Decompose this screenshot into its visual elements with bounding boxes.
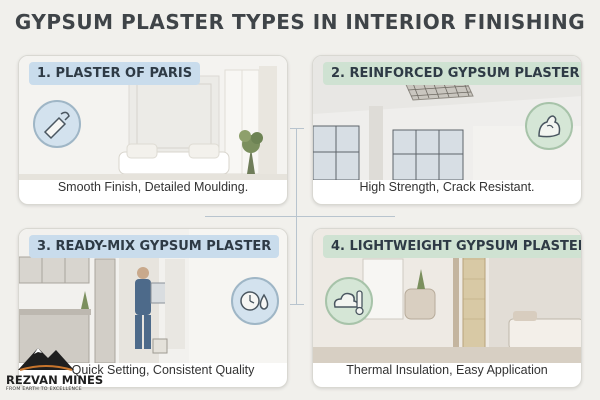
strong-arm-icon [525, 102, 573, 150]
card-plaster-of-paris: 1. PLASTER OF PARIS Smooth Finish, Detai… [18, 55, 288, 205]
card-reinforced-gypsum-plaster: 2. REINFORCED GYPSUM PLASTER High Streng… [312, 55, 582, 205]
brand-name: REZVAN MINES [6, 373, 104, 387]
brand-tagline: FROM EARTH TO EXCELLENCE [6, 387, 82, 392]
card-caption: High Strength, Crack Resistant. [359, 180, 535, 194]
card-label: 4. LIGHTWEIGHT GYPSUM PLASTER [323, 235, 581, 258]
living-room-illustration [19, 56, 287, 180]
connector-middle-horizontal [205, 216, 395, 217]
brand-logo: REZVAN MINES FROM EARTH TO EXCELLENCE [6, 340, 116, 396]
connector-bottom [290, 304, 304, 305]
bedroom-illustration [313, 229, 581, 363]
card-lightweight-gypsum-plaster: 4. LIGHTWEIGHT GYPSUM PLASTER Thermal In… [312, 228, 582, 388]
cloud-thermometer-icon [325, 277, 373, 325]
card-label: 3. READY-MIX GYPSUM PLASTER [29, 235, 280, 258]
card-label: 1. PLASTER OF PARIS [29, 62, 201, 85]
page-title: GYPSUM PLASTER TYPES IN INTERIOR FINISHI… [14, 10, 586, 34]
card-ready-mix-gypsum-plaster: 3. READY-MIX GYPSUM PLASTER Quick Settin… [18, 228, 288, 388]
mountain-icon [18, 348, 74, 371]
card-caption: Thermal Insulation, Easy Application [346, 363, 548, 377]
card-caption: Smooth Finish, Detailed Moulding. [57, 180, 249, 194]
trowel-icon [33, 100, 81, 148]
card-label: 2. REINFORCED GYPSUM PLASTER [323, 62, 581, 85]
clock-drop-icon [231, 277, 279, 325]
card-caption: Quick Setting, Consistent Quality [71, 363, 255, 377]
connector-top [290, 128, 304, 129]
